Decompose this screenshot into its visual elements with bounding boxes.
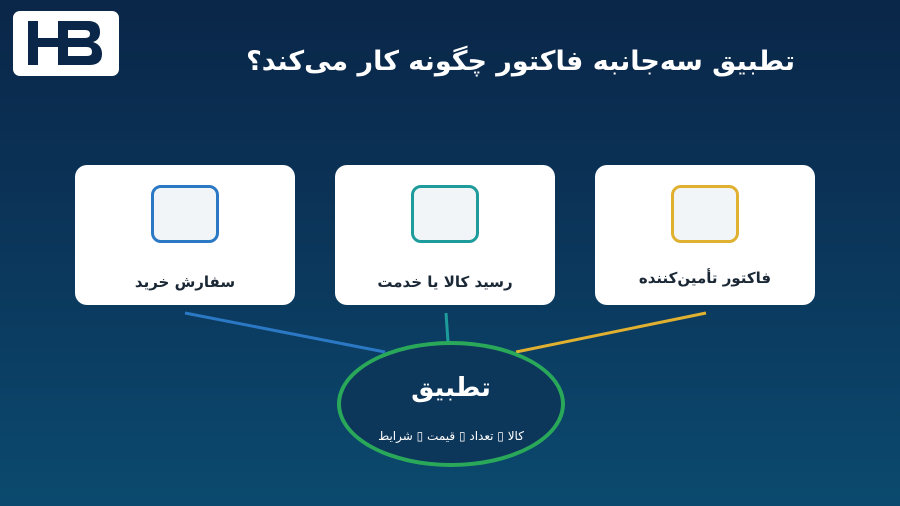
purchase-order-icon xyxy=(151,185,219,243)
card-label: سفارش خرید xyxy=(134,273,236,291)
vendor-invoice-icon xyxy=(671,185,739,243)
card-goods-receipt: رسید کالا یا خدمت xyxy=(335,165,555,305)
hub-subtitle: کالا ▯ تعداد ▯ قیمت ▯ شرایط xyxy=(378,429,524,443)
matching-hub: تطبیق کالا ▯ تعداد ▯ قیمت ▯ شرایط xyxy=(337,341,565,467)
card-label: رسید کالا یا خدمت xyxy=(377,273,513,291)
card-purchase-order: سفارش خرید xyxy=(75,165,295,305)
logo xyxy=(13,11,119,76)
connector-vendor-invoice xyxy=(515,311,707,354)
page-title: تطبیق سه‌جانبه فاکتور چگونه کار می‌کند؟ xyxy=(246,46,795,77)
goods-receipt-icon xyxy=(411,185,479,243)
card-label: فاکتور تأمین‌کننده xyxy=(638,269,772,287)
hub-title: تطبیق xyxy=(411,373,491,403)
card-vendor-invoice: فاکتور تأمین‌کننده xyxy=(595,165,815,305)
connector-purchase-order xyxy=(184,311,386,354)
hb-logo-icon xyxy=(28,20,102,65)
connector-goods-receipt xyxy=(444,312,450,343)
